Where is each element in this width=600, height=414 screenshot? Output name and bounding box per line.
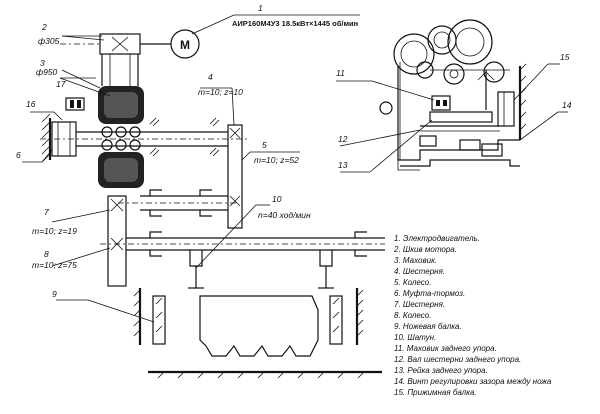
callout-8: 8 xyxy=(44,249,49,259)
legend-item-3: 3. Маховик. xyxy=(394,256,437,265)
legend-item-1: 1. Электродвигатель. xyxy=(394,234,480,243)
callout-16: 16 xyxy=(26,99,36,109)
callout-17: 17 xyxy=(56,79,66,89)
flywheel-3 xyxy=(98,86,144,188)
gear4-params: m=10; z=10 xyxy=(198,87,243,97)
callout-7: 7 xyxy=(44,207,49,217)
callout-11: 11 xyxy=(336,68,345,78)
legend-item-2: 2. Шкив мотора. xyxy=(393,245,457,254)
callout-10: 10 xyxy=(272,194,282,204)
back-gauge-detail xyxy=(379,19,527,171)
callout-3: 3 xyxy=(40,58,45,68)
callout-2: 2 xyxy=(41,22,47,32)
gear-wheel-5 xyxy=(227,124,243,229)
legend-item-4: 4. Шестерня. xyxy=(394,267,445,276)
legend-item-15: 15. Прижимная балка. xyxy=(394,388,477,397)
crankshaft xyxy=(100,231,385,289)
motor-spec-label: АИР160М4У3 18.5кВт×1445 об/мин xyxy=(232,19,358,28)
legend-item-13: 13. Рейка заднего упора. xyxy=(394,366,488,375)
gear7-params: m=10; z=19 xyxy=(32,226,77,236)
gauge-flywheel-11 xyxy=(431,95,451,111)
legend-item-11: 11. Маховик заднего упора. xyxy=(394,344,497,353)
legend-item-14: 14. Винт регулировки зазора между ножа xyxy=(394,377,552,386)
legend-item-7: 7. Шестерня. xyxy=(394,300,445,309)
leader-lines xyxy=(22,14,568,323)
legend-item-9: 9. Ножевая балка. xyxy=(394,322,462,331)
callout-14: 14 xyxy=(562,100,572,110)
motor-pulley xyxy=(99,33,141,55)
callout-4: 4 xyxy=(208,72,213,82)
rail-13 xyxy=(429,111,493,123)
gear8-params: m=10; z=75 xyxy=(32,260,77,270)
callout-12: 12 xyxy=(338,134,348,144)
intermediate-shaft xyxy=(118,189,238,217)
clutch-brake-6 xyxy=(41,97,85,163)
legend-item-12: 12. Вал шестерни заднего упора. xyxy=(394,355,521,364)
stroke-rate: n=40 ход/мин xyxy=(258,210,311,220)
callout-13: 13 xyxy=(338,160,348,170)
legend-item-5: 5. Колесо. xyxy=(394,278,431,287)
callout-1: 1 xyxy=(258,3,263,13)
callout-5: 5 xyxy=(262,140,267,150)
legend-item-10: 10. Шатун. xyxy=(394,333,436,342)
flywheel-diameter: ф950 xyxy=(36,67,58,77)
press-beam-15 xyxy=(497,91,515,127)
gear5-params: m=10; z=52 xyxy=(254,155,299,165)
legend-item-8: 8. Колесо. xyxy=(394,311,431,320)
callout-9: 9 xyxy=(52,289,57,299)
knife-beam-9 xyxy=(133,288,382,379)
callout-15: 15 xyxy=(560,52,570,62)
motor-assembly: M xyxy=(60,29,200,86)
gear-wheel-8 xyxy=(107,195,127,287)
main-shaft xyxy=(40,117,250,157)
parts-legend: 1. Электродвигатель. 2. Шкив мотора. 3. … xyxy=(393,234,552,397)
legend-item-6: 6. Муфта-тормоз. xyxy=(394,289,465,298)
callout-6: 6 xyxy=(16,150,21,160)
pulley-diameter: ф305 xyxy=(38,36,60,46)
motor-symbol: M xyxy=(180,38,190,52)
